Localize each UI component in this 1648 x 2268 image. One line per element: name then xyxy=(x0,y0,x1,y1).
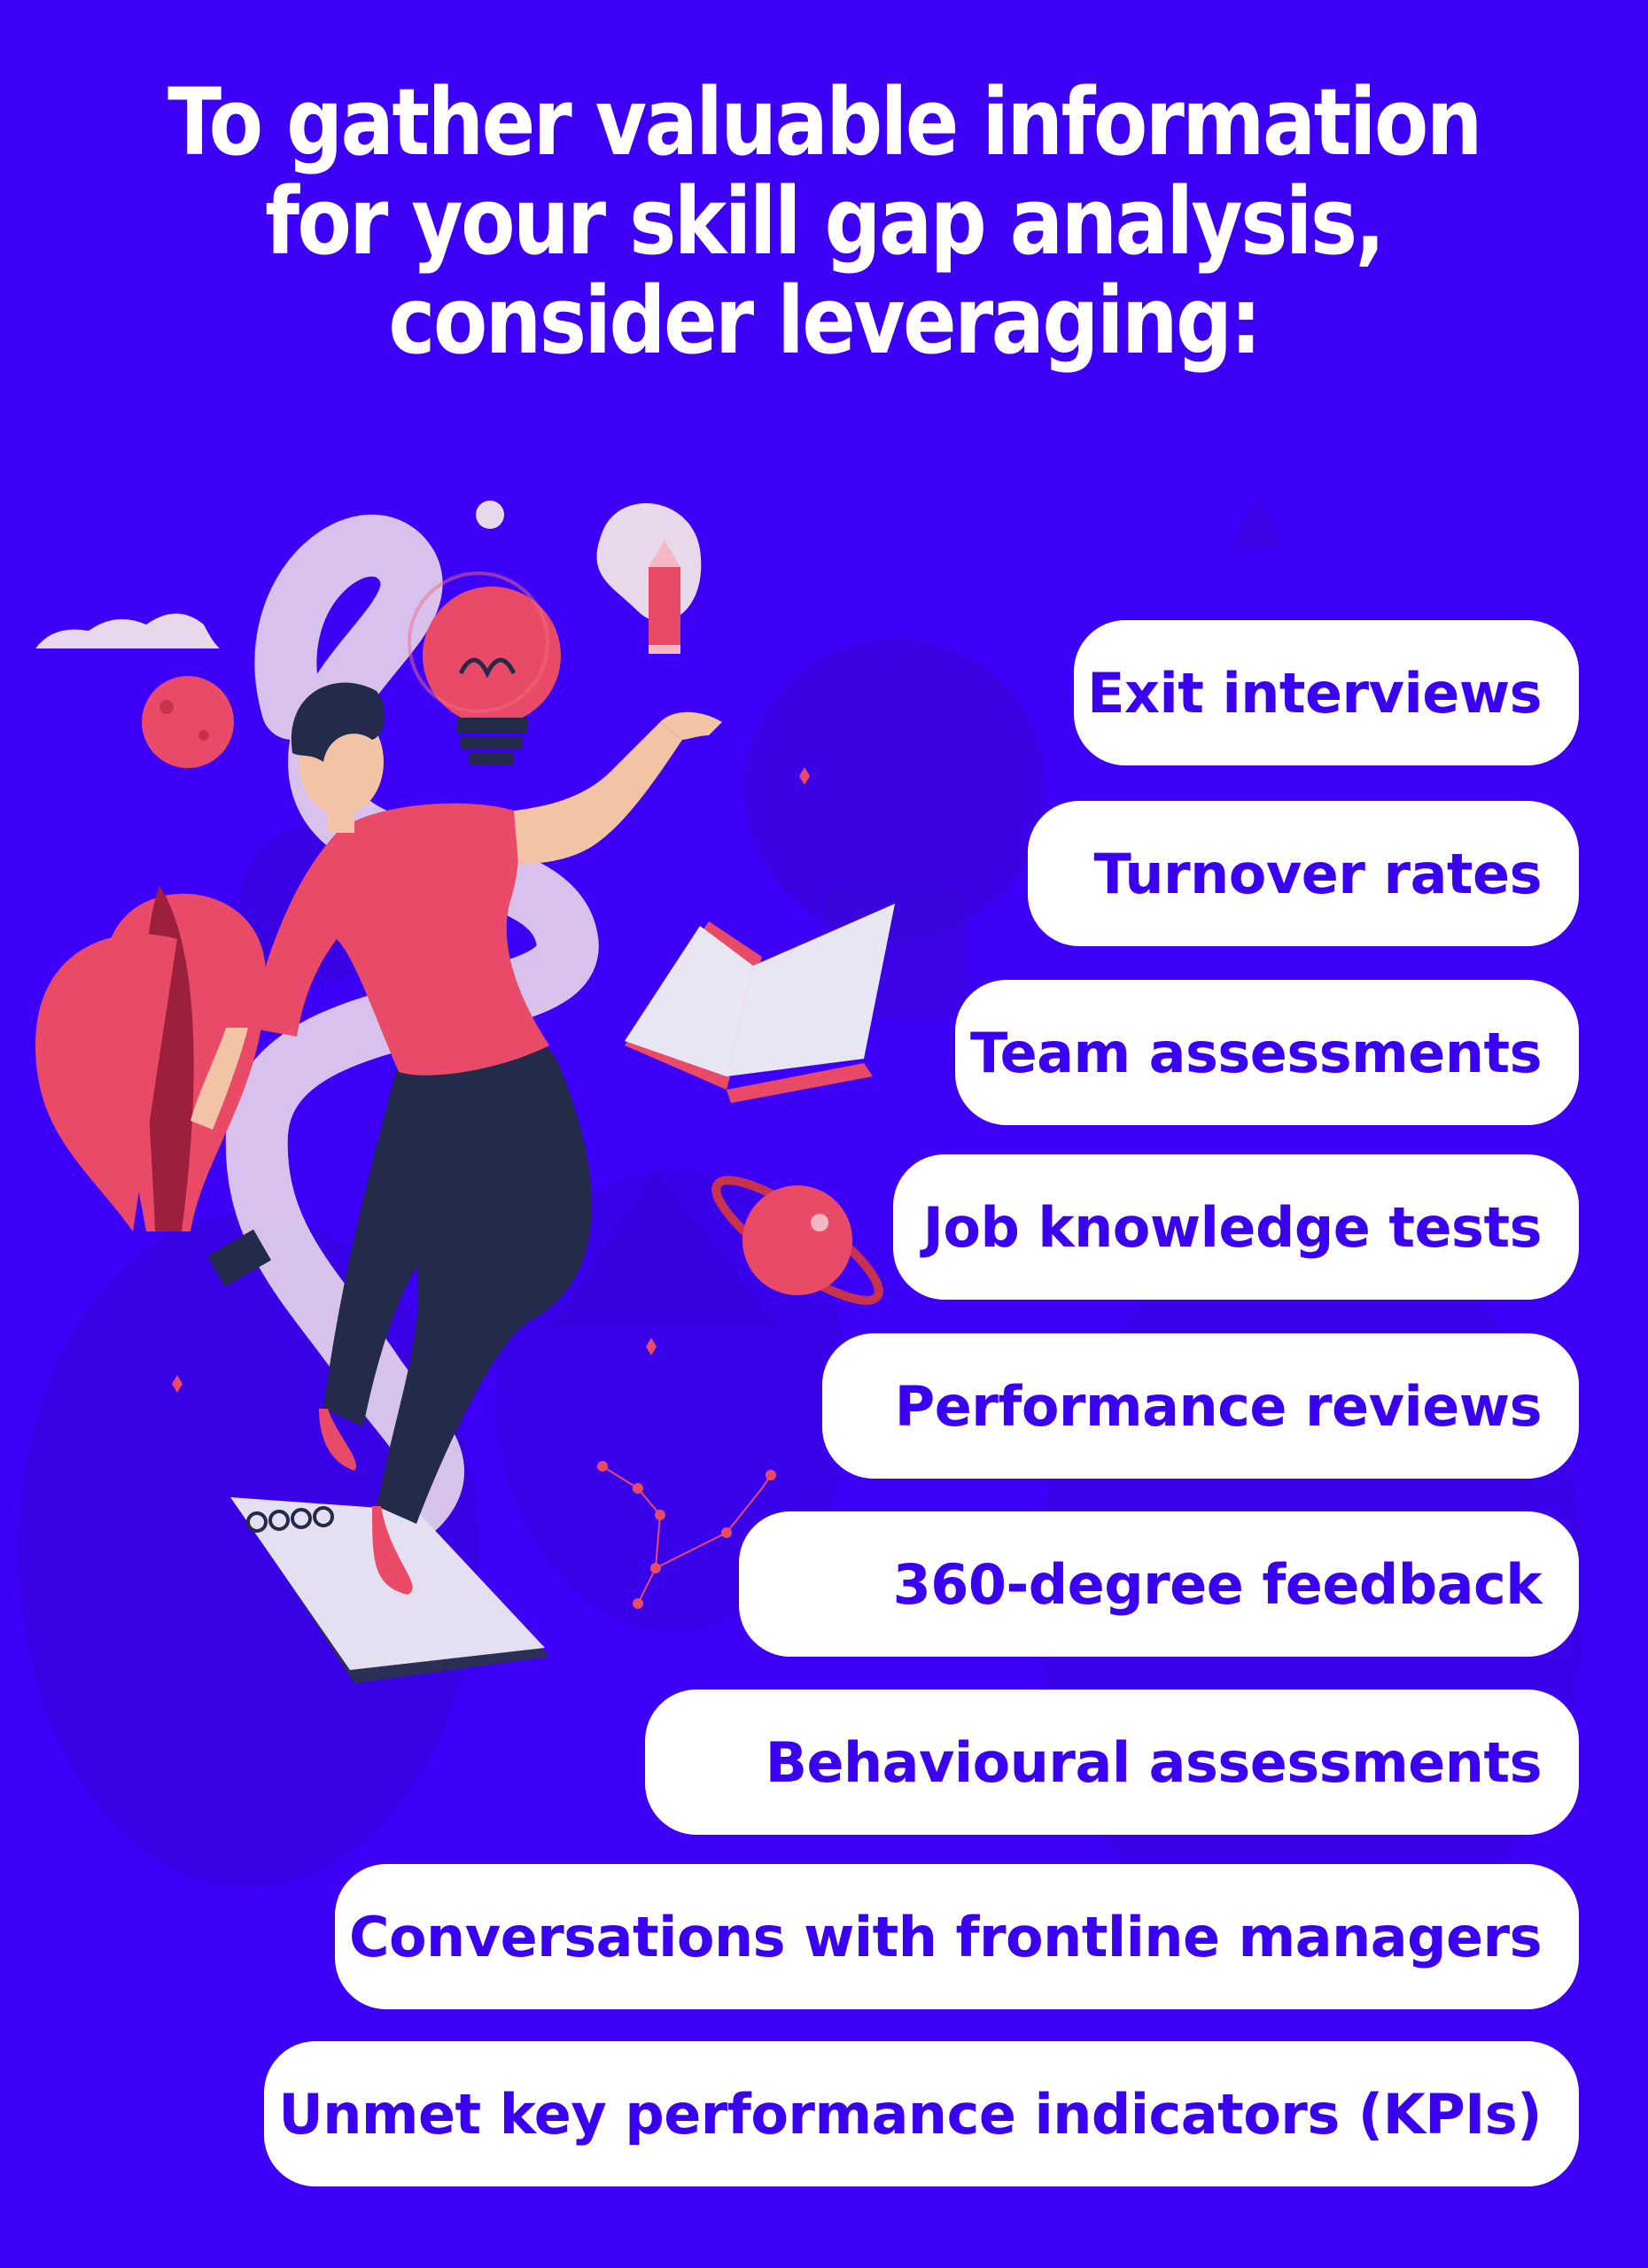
source-item-behavioural-assessments: Behavioural assessments xyxy=(645,1689,1579,1835)
moon-icon xyxy=(142,676,234,768)
source-item-performance-reviews: Performance reviews xyxy=(822,1333,1579,1479)
sparkle-decorations xyxy=(172,767,810,1393)
source-item-turnover-rates: Turnover rates xyxy=(1028,801,1579,946)
lightbulb-icon xyxy=(408,571,561,765)
source-item-exit-interviews: Exit interviews xyxy=(1074,620,1579,765)
constellation-icon xyxy=(597,1461,776,1609)
open-book-icon xyxy=(625,904,895,1103)
source-item-frontline-managers: Conversations with frontline managers xyxy=(335,1864,1579,2009)
source-item-unmet-kpis: Unmet key performance indicators (KPIs) xyxy=(264,2041,1579,2186)
planet-icon xyxy=(711,1176,883,1305)
source-item-job-knowledge-tests: Job knowledge tests xyxy=(893,1154,1579,1300)
cloud-icon xyxy=(35,613,220,649)
headline-line-3: consider leveraging: xyxy=(388,267,1262,375)
pencil-icon xyxy=(596,502,702,654)
swirl-shape xyxy=(225,514,599,1537)
headline-line-2: for your skill gap analysis, xyxy=(265,167,1385,276)
source-item-360-degree-feedback: 360-degree feedback xyxy=(739,1511,1579,1657)
headline-line-1: To gather valuable information xyxy=(167,68,1482,176)
headline: To gather valuable information for your … xyxy=(115,73,1533,370)
hot-air-balloon-icon xyxy=(35,886,271,1287)
notebook-icon xyxy=(230,1497,549,1683)
hero-illustration xyxy=(35,501,895,1683)
source-item-team-assessments: Team assessments xyxy=(955,980,1579,1125)
person-illustration-icon xyxy=(190,682,722,1595)
